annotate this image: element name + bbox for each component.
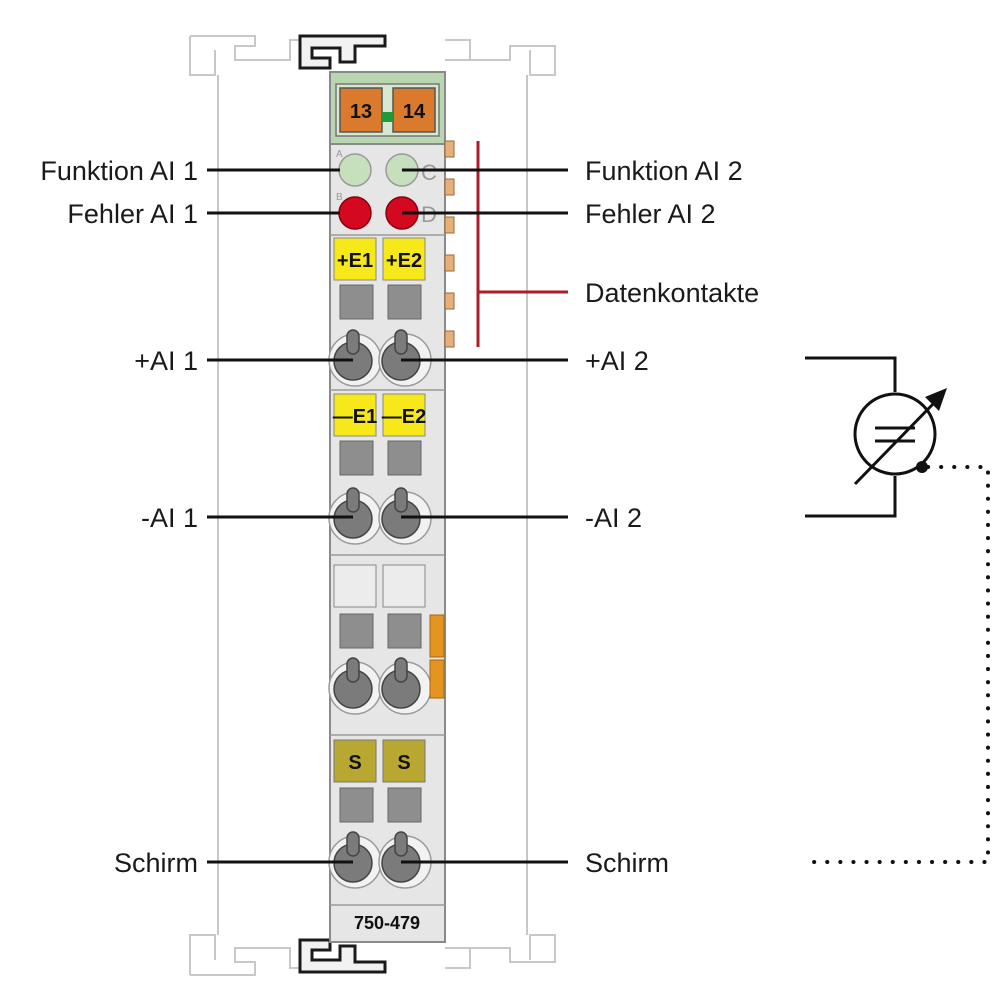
marker-plus-e2-label: +E2: [386, 250, 422, 272]
rail-bottom-right: [445, 934, 556, 969]
led-error-ai1: [338, 196, 372, 230]
clamp-row-minus: [328, 487, 432, 545]
marker-plus-e1-label: +E1: [337, 250, 373, 272]
marker-shield-1-label: S: [348, 752, 361, 774]
label-funktion-ai1: Funktion AI 1: [40, 156, 198, 186]
connector-bridge: [382, 112, 393, 122]
shield-dotted-line: [803, 465, 990, 864]
sensor-wire-top: [805, 356, 897, 392]
label-fehler-ai2: Fehler AI 2: [585, 199, 716, 229]
source-circle: [853, 392, 937, 476]
adjust-arrow-head: [925, 388, 947, 411]
led-letter-a: A: [336, 149, 343, 160]
label-fehler-ai1: Fehler AI 1: [67, 199, 198, 229]
label-plus-ai2: +AI 2: [585, 346, 649, 376]
connector-14-label: 14: [403, 101, 426, 123]
marker-empty-1: [333, 564, 377, 608]
top-lock-hook: [298, 34, 387, 70]
label-minus-ai2: -AI 2: [585, 503, 642, 533]
marker-plus-e2: [382, 237, 426, 281]
marker-minus-e2: [382, 393, 426, 437]
din-rail-brackets: [189, 35, 556, 976]
marker-empty-2: [382, 564, 426, 608]
power-jumper-contact-lower: [429, 659, 445, 699]
data-contacts: [444, 140, 455, 348]
marker-shield-1: [333, 739, 377, 783]
release-slots: [339, 284, 422, 823]
led-letter-c: C: [421, 160, 437, 185]
marker-minus-e1-label: —E1: [333, 406, 377, 428]
led-function-ai1: [338, 153, 372, 187]
label-plus-ai1: +AI 1: [134, 346, 198, 376]
bottom-lock-hook: [298, 938, 387, 974]
leader-lines-right: [401, 168, 568, 864]
label-datenkontakte: Datenkontakte: [585, 278, 759, 308]
led-letter-b: B: [336, 192, 343, 203]
module-separators: [330, 234, 445, 906]
adjust-arrow-shaft: [853, 400, 937, 486]
label-schirm-left: Schirm: [114, 848, 198, 878]
label-funktion-ai2: Funktion AI 2: [585, 156, 743, 186]
rail-bottom-left: [189, 934, 330, 976]
marker-minus-e1: [333, 393, 377, 437]
module-model-number: 750-479: [354, 913, 420, 933]
adjustable-voltage-source-symbol: [805, 356, 947, 518]
marker-plus-e1: [333, 237, 377, 281]
sensor-wire-bottom: [805, 476, 897, 518]
shield-terminal-dot: [916, 461, 928, 473]
marker-shield-2-label: S: [397, 752, 410, 774]
marker-minus-e2-label: —E2: [382, 406, 426, 428]
connector-14: [392, 87, 436, 133]
leader-lines-left: [207, 168, 353, 864]
marker-shield-2: [382, 739, 426, 783]
rail-top-right: [445, 39, 556, 76]
label-minus-ai1: -AI 1: [141, 503, 198, 533]
label-schirm-right: Schirm: [585, 848, 669, 878]
connector-13-label: 13: [350, 101, 372, 123]
clamp-row-unused: [328, 657, 432, 715]
rail-top-left: [189, 35, 330, 76]
power-jumper-contact-upper: [429, 614, 445, 658]
connector-13: [339, 87, 383, 133]
